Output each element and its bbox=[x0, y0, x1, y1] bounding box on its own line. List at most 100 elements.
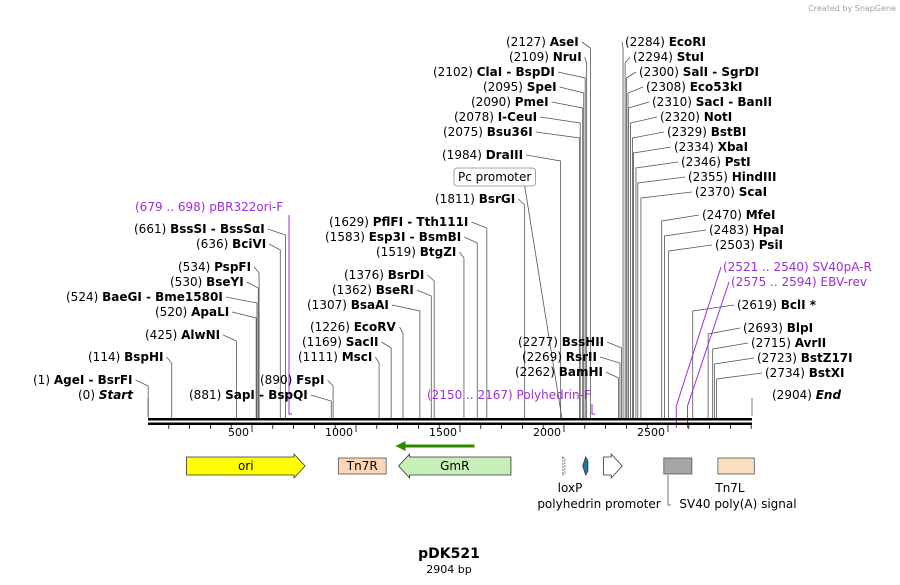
site-position: (530) bbox=[170, 275, 206, 289]
leader-line bbox=[375, 356, 380, 418]
site-position: (2090) bbox=[471, 95, 515, 109]
leader-line bbox=[707, 327, 741, 418]
axis-tick-label: 2500 bbox=[637, 426, 665, 439]
site-label-nrui: (2109) NruI bbox=[509, 50, 582, 64]
site-name: AgeI - BsrFI bbox=[54, 373, 133, 387]
leader-line bbox=[692, 304, 735, 418]
site-position: (1169) bbox=[302, 335, 346, 349]
leader-line bbox=[253, 266, 260, 418]
site-label-fspi: (890) FspI bbox=[260, 373, 325, 387]
site-position: (2284) bbox=[625, 35, 669, 49]
site-name: AvrII bbox=[795, 336, 827, 350]
site-position: (2269) bbox=[522, 350, 566, 364]
site-label-bsrdi: (1376) BsrDI bbox=[344, 268, 424, 282]
site-label-baegi-bme1580i: (524) BaeGI - Bme1580I bbox=[66, 290, 223, 304]
feature-gmr bbox=[398, 452, 512, 480]
site-name: AlwNI bbox=[181, 328, 220, 342]
site-position: (1984) bbox=[442, 148, 486, 162]
primer-line bbox=[687, 281, 730, 428]
primer-range: (2521 .. 2540) bbox=[723, 260, 813, 274]
site-label-sacii: (1169) SacII bbox=[302, 335, 379, 349]
site-label-spei: (2095) SpeI bbox=[483, 80, 557, 94]
site-label-asei: (2127) AseI bbox=[506, 35, 579, 49]
leader-line bbox=[606, 341, 622, 418]
feature-tn7r-label: Tn7R bbox=[346, 459, 378, 473]
site-name: BseRI bbox=[376, 283, 414, 297]
primer-label-sv40pa-r: (2521 .. 2540) SV40pA-R bbox=[723, 260, 872, 274]
site-position: (2095) bbox=[483, 80, 527, 94]
site-label-apali: (520) ApaLI bbox=[155, 305, 229, 319]
site-position: (1583) bbox=[325, 230, 369, 244]
primer-line bbox=[288, 215, 292, 415]
site-name: BspHI bbox=[124, 350, 163, 364]
site-position: (1) bbox=[33, 373, 54, 387]
site-label-start: (0) Start bbox=[78, 388, 134, 402]
leader-line bbox=[621, 41, 624, 418]
site-name: HpaI bbox=[753, 223, 784, 237]
site-name: BamHI bbox=[559, 365, 603, 379]
site-label-xbai: (2334) XbaI bbox=[674, 140, 748, 154]
plasmid-length: 2904 bp bbox=[426, 563, 471, 576]
leader-line bbox=[559, 86, 585, 418]
leader-line bbox=[557, 71, 586, 418]
pc-promoter-box bbox=[453, 167, 536, 187]
site-name: BtgZI bbox=[420, 245, 457, 259]
site-label-bstbi: (2329) BstBI bbox=[667, 125, 746, 139]
site-label-bsaai: (1307) BsaAI bbox=[307, 298, 389, 312]
primer-line bbox=[675, 266, 722, 428]
site-position: (1811) bbox=[435, 192, 479, 206]
site-position: (1376) bbox=[344, 268, 388, 282]
site-name: Eco53kI bbox=[690, 80, 743, 94]
site-position: (1629) bbox=[329, 215, 373, 229]
site-name: Start bbox=[99, 388, 134, 402]
leader-line bbox=[716, 372, 763, 418]
site-name: PflFI - Tth111I bbox=[373, 215, 469, 229]
sv40-label-leader bbox=[667, 475, 671, 506]
leader-line bbox=[269, 243, 281, 418]
site-label-msci: (1111) MscI bbox=[298, 350, 372, 364]
site-name: PstI bbox=[725, 155, 751, 169]
site-position: (2075) bbox=[443, 125, 487, 139]
site-label-end: (2904) End bbox=[772, 388, 841, 402]
leader-line bbox=[327, 379, 334, 418]
leader-line bbox=[246, 281, 259, 418]
leader-line bbox=[222, 334, 237, 418]
leader-line bbox=[627, 86, 644, 418]
site-label-btgzi: (1519) BtgZI bbox=[376, 245, 456, 259]
site-position: (2277) bbox=[518, 335, 562, 349]
site-name: Esp3I - BsmBI bbox=[369, 230, 461, 244]
site-label-bcli: (2619) BclI * bbox=[737, 298, 817, 312]
site-name: BstBI bbox=[711, 125, 747, 139]
leader-line bbox=[381, 341, 392, 418]
site-position: (2102) bbox=[433, 65, 477, 79]
primer-name: pBR322ori-F bbox=[209, 200, 283, 214]
leader-line bbox=[416, 289, 432, 418]
site-name: AseI bbox=[550, 35, 579, 49]
site-name: RsrII bbox=[566, 350, 597, 364]
leader-line bbox=[630, 116, 658, 418]
site-name: PspFI bbox=[214, 260, 251, 274]
site-name: End bbox=[816, 388, 842, 402]
site-name: XbaI bbox=[718, 140, 748, 154]
site-name: SpeI bbox=[527, 80, 557, 94]
feature-sv40-poly-a-signal bbox=[663, 457, 693, 475]
feature-tn7l bbox=[717, 457, 755, 475]
leader-line bbox=[526, 154, 562, 418]
site-position: (2262) bbox=[515, 365, 559, 379]
site-label-psii: (2503) PsiI bbox=[715, 238, 783, 252]
site-position: (2334) bbox=[674, 140, 718, 154]
site-name: ApaLI bbox=[191, 305, 229, 319]
site-label-sali-sgrdi: (2300) SalI - SgrDI bbox=[639, 65, 759, 79]
primer-range: (2575 .. 2594) bbox=[731, 275, 821, 289]
site-position: (2320) bbox=[660, 110, 704, 124]
site-label-ecori: (2284) EcoRI bbox=[625, 35, 706, 49]
site-label-bstxi: (2734) BstXI bbox=[765, 366, 844, 380]
site-name: MfeI bbox=[746, 208, 776, 222]
leader-line bbox=[399, 326, 404, 418]
leader-line bbox=[517, 198, 526, 418]
site-position: (2329) bbox=[667, 125, 711, 139]
leader-line bbox=[135, 379, 149, 418]
